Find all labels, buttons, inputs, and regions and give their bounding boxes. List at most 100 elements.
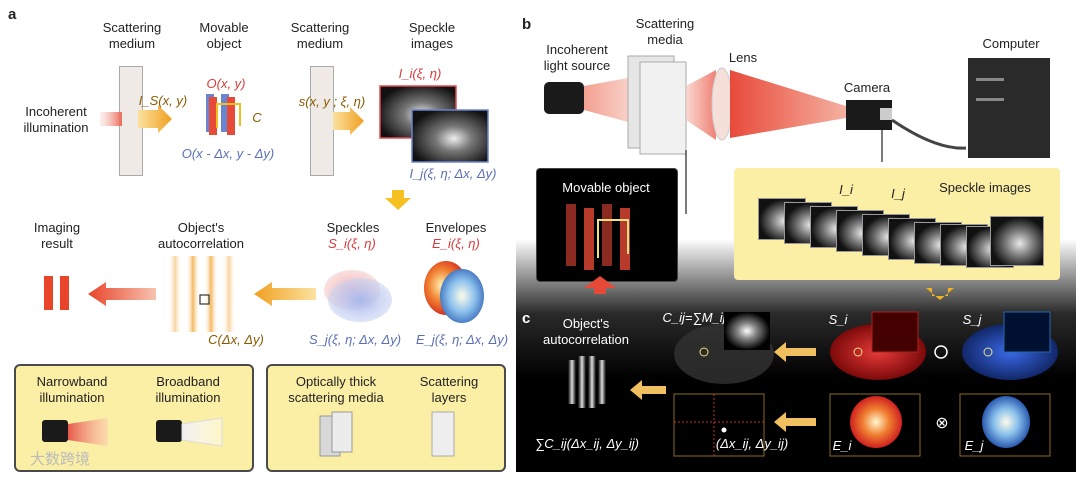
scattering-layer-icon [431, 411, 455, 457]
speckle-frame-10 [990, 216, 1044, 266]
speckle-images-label: Speckle images [939, 180, 1031, 195]
object-bar-blue-2 [221, 94, 229, 132]
panel-c-graphics [568, 276, 1058, 457]
autocorr-band-1 [168, 256, 182, 332]
beam-to-camera [730, 70, 846, 138]
arrow-is [138, 105, 172, 133]
speckle-image-j [411, 109, 489, 163]
ej-blob [982, 396, 1030, 448]
beam-to-lens [686, 70, 716, 140]
fringe-1 [568, 360, 576, 404]
autocorr-band-2 [186, 256, 200, 332]
panel-a-graphics [44, 85, 489, 332]
autocorr-band-3 [204, 256, 218, 332]
autocorrelation-label: Object's autocorrelation [158, 220, 244, 251]
panel-b-letter: b [522, 16, 532, 33]
autocorr-band-4 [222, 256, 236, 332]
camera-label: Camera [843, 80, 891, 95]
panel-a-letter: a [8, 6, 17, 23]
si-inset [871, 311, 919, 353]
mo-bar-4 [620, 208, 630, 270]
c-delta-label: C(Δx, Δy) [208, 332, 264, 347]
ej-label: E_j(ξ, η; Δx, Δy) [415, 332, 509, 347]
mo-bar-1 [566, 204, 576, 266]
mo-path [597, 219, 629, 258]
hadamard-op [934, 345, 948, 359]
scattering-media-label: Scattering media [635, 16, 695, 47]
object-bar-red-1 [209, 97, 217, 135]
header-scattering-medium-1: Scattering medium [102, 20, 162, 51]
o-shift-label: O(x - Δx, y - Δy) [181, 146, 275, 161]
delta-point [721, 427, 727, 433]
header-speckle-images: Speckle images [408, 20, 456, 51]
movable-object-graphic [566, 204, 630, 270]
scattering-media-slab-2 [639, 61, 687, 155]
source-beam [584, 78, 628, 122]
o-label: O(x, y) [206, 76, 246, 91]
sj-c-label: S_j [962, 312, 982, 327]
computer-drive-2 [976, 98, 1004, 101]
fringe-2 [578, 356, 586, 408]
ij-label: I_j(ξ, η; Δx, Δy) [409, 166, 497, 181]
ij-frame-label: I_j [891, 186, 905, 201]
cij-label: C_ij=∑M_ij [662, 310, 726, 325]
thick-media-label: Optically thick scattering media [288, 374, 384, 405]
computer-icon [968, 58, 1050, 158]
lens-label: Lens [728, 50, 758, 65]
si-c-label: S_i [828, 312, 848, 327]
ei-label: E_i(ξ, η) [432, 236, 480, 251]
arrow-up-to-object [584, 276, 616, 294]
sj-inset [1003, 311, 1051, 353]
is-label: I_S(x, y) [138, 93, 188, 108]
fringe-3 [588, 356, 596, 408]
otimes-label: ⊗ [935, 415, 949, 432]
watermark: 大数跨境 [30, 451, 91, 468]
broadband-beam [181, 417, 223, 447]
si-label: S_i(ξ, η) [328, 236, 376, 251]
imaging-result-label: Imaging result [33, 220, 81, 251]
autocorrelation-c-label: Object's autocorrelation [543, 316, 629, 347]
mo-bar-2 [584, 208, 594, 270]
mo-bar-3 [602, 204, 612, 266]
scattering-box [266, 364, 506, 472]
ii-frame-label: I_i [839, 182, 853, 197]
camera-port [880, 108, 892, 120]
arrow-e-to-delta [774, 412, 816, 432]
ei-blob [850, 396, 902, 448]
scattering-layers-label: Scattering layers [419, 374, 479, 405]
arrow-si-to-cij [774, 342, 816, 362]
illumination-box [14, 364, 254, 472]
arrow-down [385, 190, 411, 210]
arrow-s [333, 107, 364, 135]
narrowband-label: Narrowband illumination [36, 374, 108, 405]
header-scattering-medium-2: Scattering medium [290, 20, 350, 51]
incoherent-illumination-label: Incoherent illumination [23, 104, 89, 135]
panel-b-graphics [544, 55, 1050, 214]
computer-label: Computer [982, 36, 1040, 51]
delta-box [673, 393, 765, 457]
light-source-icon [544, 82, 584, 114]
beam-incoming [100, 112, 122, 126]
arrow-to-autocorr-c [630, 380, 666, 400]
narrowband-source-icon [42, 420, 68, 442]
result-bar-2 [60, 276, 69, 310]
light-source-label: Incoherent light source [543, 42, 611, 73]
speckles-label: Speckles [326, 220, 380, 235]
panel-a-box-graphics [42, 411, 455, 457]
camera-cable [891, 118, 967, 150]
si-marker [853, 347, 863, 357]
delta-label: (Δx_ij, Δy_ij) [715, 436, 789, 451]
ei-c-label: E_i [832, 438, 852, 453]
panel-c-letter: c [522, 310, 531, 327]
envelopes-label: Envelopes [425, 220, 487, 235]
object-path [216, 103, 241, 128]
computer-drive [976, 78, 1004, 81]
cij-inset [724, 312, 770, 350]
sj-label: S_j(ξ, η; Δx, Δy) [308, 332, 402, 347]
envelope-j [440, 269, 484, 323]
object-bar-red-2 [227, 97, 235, 135]
result-bar-1 [44, 276, 53, 310]
arrow-down-to-c [926, 288, 954, 300]
sj-marker [983, 347, 993, 357]
thick-media-slab-2 [331, 411, 353, 453]
